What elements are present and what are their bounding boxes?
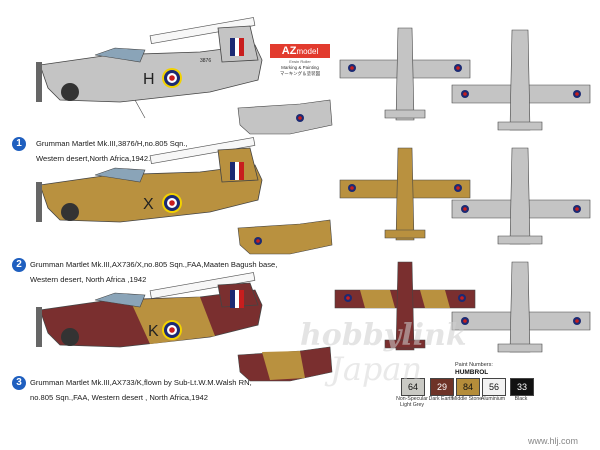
watermark-url: www.hlj.com [528, 436, 579, 446]
logo-jp: マーキング＆塗装図 [279, 71, 321, 76]
swatch-84-name: Middle Stone [451, 396, 483, 402]
profile-3-small-side [237, 346, 333, 382]
paint-numbers-title: Paint Numbers: [455, 362, 493, 368]
logo-maker: Erwin Roller [289, 59, 311, 64]
swatch-64-name: Non-Specular Light Grey [396, 396, 428, 408]
swatch-33-name: Black [514, 396, 528, 402]
profile-1-badge: 1 [12, 137, 26, 151]
logo-marking: Marking & Painting [281, 65, 319, 70]
swatch-64: 64 [401, 378, 425, 396]
profile-2-caption-line2: Western desert, North Africa ,1942 [30, 275, 147, 284]
profile-1-fuselage-code: H [143, 71, 155, 88]
swatch-56: 56 [482, 378, 506, 396]
profile-3-side-view: K [36, 272, 263, 348]
profile-3-badge: 3 [12, 376, 26, 390]
watermark-main: hobbylink [300, 318, 467, 353]
profile-3-caption-line1: Grumman Martlet Mk.III,AX733/K,flown by … [30, 378, 252, 387]
swatch-56-name: Aluminium [480, 396, 506, 402]
top-view-1 [339, 27, 471, 121]
under-view-2 [451, 147, 591, 245]
swatch-84: 84 [456, 378, 480, 396]
profile-1-side-view: H 3876 [36, 17, 263, 119]
profile-2-side-view: X [36, 137, 263, 223]
az-model-logo: AZmodel Erwin Roller Marking & Painting … [270, 44, 330, 84]
swatch-29-name: Dark Earth [428, 396, 454, 402]
profile-2-caption-line1: Grumman Martlet Mk.III,AX736/X,no.805 Sq… [30, 260, 278, 269]
swatch-33: 33 [510, 378, 534, 396]
under-view-1 [451, 29, 591, 131]
watermark-sub: Japan [330, 350, 423, 388]
profile-1-caption-line1: Grumman Martlet Mk.III,3876/H,no.805 Sqn… [36, 139, 188, 148]
profile-1-serial: 3876 [200, 58, 211, 64]
paint-brand: HUMBROL [455, 369, 489, 376]
profile-2-badge: 2 [12, 258, 26, 272]
profile-1-caption-line2: Western desert,North Africa,1942. [36, 154, 151, 163]
logo-model: model [296, 47, 319, 56]
profile-2-fuselage-code: X [143, 196, 154, 213]
under-view-3 [451, 261, 591, 353]
top-view-2 [339, 147, 471, 241]
swatch-29: 29 [430, 378, 454, 396]
profile-3-fuselage-code: K [148, 323, 159, 340]
logo-az: AZ [281, 45, 297, 57]
top-view-3 [334, 261, 476, 351]
profile-3-caption-line2: no.805 Sqn.,FAA, Western desert , North … [30, 393, 208, 402]
profile-1-small-side [237, 99, 333, 135]
profile-2-small-side [237, 219, 333, 255]
